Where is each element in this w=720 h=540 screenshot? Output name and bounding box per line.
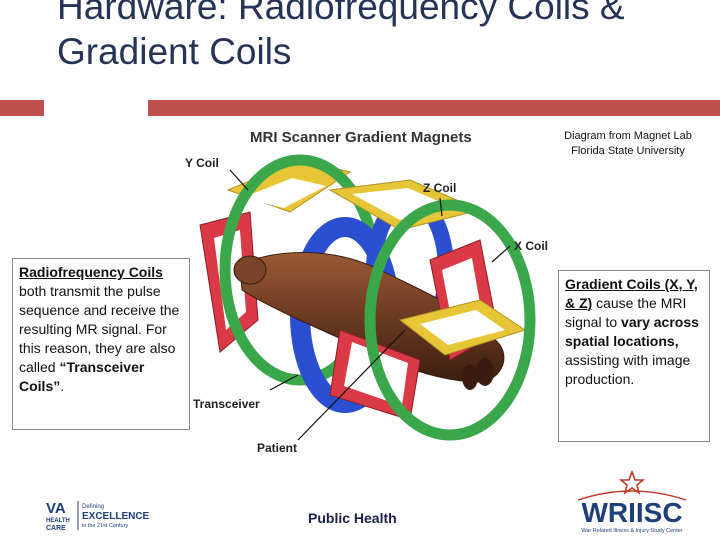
transceiver-coils-emphasis: “Transceiver Coils” <box>19 359 145 394</box>
gradient-coils-description-2: assisting with image production. <box>565 352 691 387</box>
diagram-title: MRI Scanner Gradient Magnets <box>250 129 472 146</box>
gradient-coils-description-1: cause the MRI signal to <box>565 295 687 330</box>
va-logo-care: CARE <box>46 525 66 532</box>
title-accent-bar-left <box>0 100 44 116</box>
transceiver-ring-front <box>364 199 536 441</box>
credit-line-1: Diagram from Magnet Lab <box>564 130 692 142</box>
wriisc-name: WRIISC <box>581 497 682 528</box>
va-health-care-logo: VA HEALTH CARE Defining EXCELLENCE in th… <box>46 500 150 532</box>
wriisc-arc <box>577 490 687 501</box>
va-logo-defining: Defining <box>82 504 104 510</box>
title-accent-bar-right <box>148 100 720 116</box>
z-coil-label: Z Coil <box>423 181 456 195</box>
gradient-coils-textbox: Gradient Coils (X, Y, & Z) cause the MRI… <box>558 270 710 442</box>
y-coil-label: Y Coil <box>185 156 219 170</box>
wriisc-logo: WRIISC War Related Illness & Injury Stud… <box>577 470 687 534</box>
va-logo-health: HEALTH <box>46 518 70 524</box>
rf-coils-term: Radiofrequency Coils <box>19 264 163 280</box>
x-coil-label: X Coil <box>514 239 548 253</box>
slide-title: Hardware: Radiofrequency Coils & Gradien… <box>57 0 625 72</box>
z-coil-leader <box>439 197 443 217</box>
public-health-label: Public Health <box>308 510 397 526</box>
patient-label: Patient <box>257 441 297 455</box>
credit-line-2: Florida State University <box>571 145 685 157</box>
rf-coils-description: both transmit the pulse sequence and rec… <box>19 283 180 375</box>
va-logo-excellence: EXCELLENCE <box>82 511 150 522</box>
vary-spatial-emphasis: vary across spatial locations, <box>565 314 699 349</box>
x-coil-leader <box>491 245 511 263</box>
mri-gradient-coils-diagram: MRI Scanner Gradient Magnets Y Coil Z Co… <box>185 129 548 455</box>
diagram-credit: Diagram from Magnet Lab Florida State Un… <box>548 129 708 159</box>
star-icon <box>618 470 646 495</box>
y-coil-front <box>328 179 527 356</box>
transceiver-leader <box>269 374 299 391</box>
rf-coils-end: . <box>60 378 65 394</box>
patient-leader <box>297 329 406 441</box>
wriisc-tagline: War Related Illness & Injury Study Cente… <box>581 528 682 534</box>
gradient-coils-term: Gradient Coils (X, Y, & Z) <box>565 276 698 311</box>
transceiver-label: Transceiver <box>193 397 260 411</box>
y-coil-leader <box>229 169 249 191</box>
va-logo-va: VA <box>46 500 66 517</box>
va-logo-century: in the 21st Century <box>82 523 128 529</box>
rf-coils-textbox: Radiofrequency Coils both transmit the p… <box>12 258 190 430</box>
